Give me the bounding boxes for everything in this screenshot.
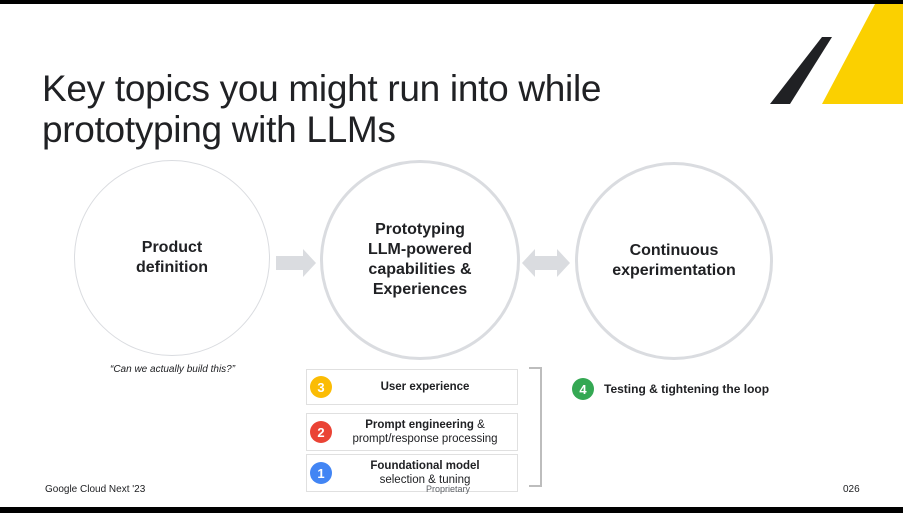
title-line-2: prototyping with LLMs: [42, 109, 396, 150]
product-definition-circle: Product definition: [74, 160, 270, 356]
double-arrow-icon: [522, 249, 570, 277]
step-2-box: 2 Prompt engineering & prompt/response p…: [306, 413, 518, 451]
slide: Key topics you might run into while prot…: [0, 4, 903, 507]
circle-label: Continuous experimentation: [612, 242, 736, 279]
step-2-label-bold: Prompt engineering: [365, 419, 474, 431]
circle-label: Prototyping LLM-powered capabilities & E…: [368, 221, 472, 298]
step-2-number: 2: [310, 421, 332, 443]
step-2-label-amp: &: [473, 419, 485, 431]
step-1-label-bold: Foundational model: [370, 460, 480, 472]
circle-label: Product definition: [136, 239, 208, 276]
title-line-1: Key topics you might run into while: [42, 68, 602, 109]
step-3-number: 3: [310, 376, 332, 398]
step-2-label-rest: prompt/response processing: [352, 433, 498, 445]
step-1-number: 1: [310, 462, 332, 484]
corner-decoration: [770, 4, 903, 104]
dark-stripe: [770, 37, 832, 104]
step-1-label-rest: selection & tuning: [379, 474, 471, 486]
step-3-label: User experience: [380, 381, 470, 393]
footer-proprietary: Proprietary: [426, 484, 471, 494]
bracket-icon: [529, 367, 542, 487]
quote-text: “Can we actually build this?”: [110, 364, 236, 375]
step-4-number: 4: [572, 378, 594, 400]
step-4: 4 Testing & tightening the loop: [572, 378, 769, 400]
page-number: 026: [843, 484, 860, 495]
footer-event: Google Cloud Next '23: [45, 484, 146, 495]
yellow-stripe: [822, 4, 903, 104]
step-3-box: 3 User experience: [306, 369, 518, 405]
right-arrow-icon: [276, 249, 316, 277]
continuous-experimentation-circle: Continuous experimentation: [575, 162, 773, 360]
slide-title: Key topics you might run into while prot…: [42, 68, 742, 150]
step-1-box: 1 Foundational model selection & tuning: [306, 454, 518, 492]
step-4-label: Testing & tightening the loop: [604, 382, 770, 396]
prototyping-circle: Prototyping LLM-powered capabilities & E…: [320, 160, 520, 360]
